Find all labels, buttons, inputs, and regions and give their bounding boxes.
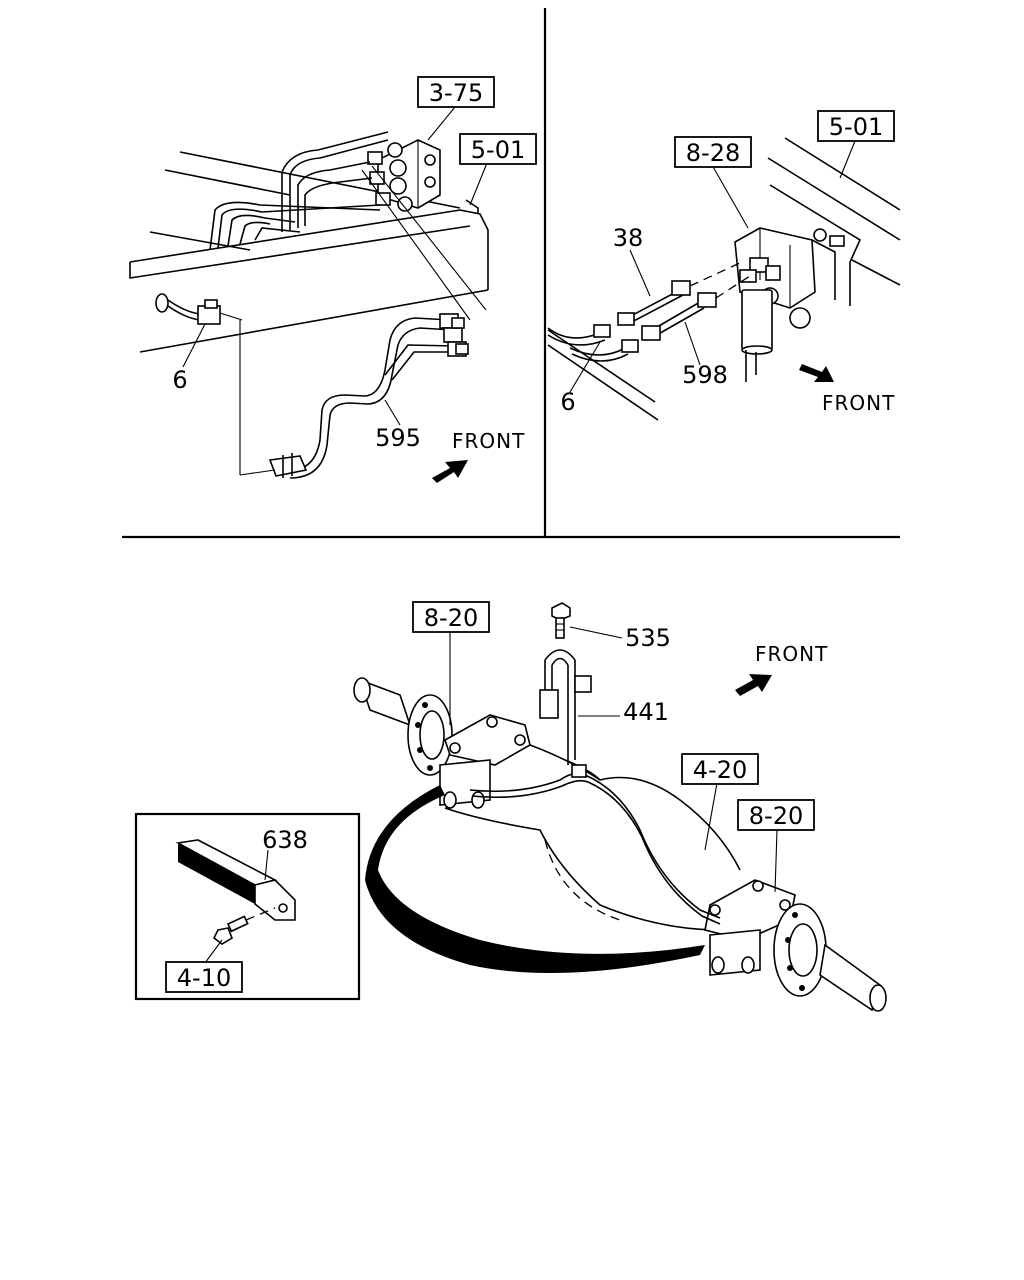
ref-label-5-01: 5-01 (471, 136, 525, 164)
frame-drawing (547, 137, 901, 421)
ref-box-3-75 (417, 76, 495, 108)
ref-box-4-20 (681, 753, 759, 785)
ref-box-8-20b (737, 799, 815, 831)
bolt-4-10-drawing (212, 907, 276, 945)
ref-box-8-28 (674, 136, 752, 168)
ref-label-8-28: 8-28 (686, 139, 740, 167)
sensor-6-drawing (155, 293, 243, 368)
leader-598 (684, 321, 701, 366)
leader-8-28 (711, 164, 749, 229)
front-arrow-icon (735, 674, 772, 696)
ref-label-4-10: 4-10 (177, 964, 231, 992)
leader-595 (384, 399, 401, 426)
leader-5-01 (469, 162, 488, 206)
harness-441-drawing (469, 649, 721, 925)
front-arrow-icon (432, 460, 468, 483)
leader-5-01 (839, 140, 856, 179)
part-label-441: 441 (623, 698, 669, 726)
leader-8-20b (774, 829, 778, 893)
ref-box-5-01 (459, 133, 537, 165)
part-label-638: 638 (262, 826, 308, 854)
bracket-638-drawing (175, 839, 296, 921)
brake-hoses-drawing (209, 131, 389, 251)
part-label-6: 6 (560, 388, 575, 416)
front-label: FRONT (755, 642, 828, 666)
ref-box-5-01 (817, 110, 895, 142)
top-right-panel: 8-28 5-01 38 598 6 FRONT (547, 110, 901, 421)
leader-38 (629, 249, 651, 297)
ref-box-4-10 (165, 961, 243, 993)
leader-638 (264, 849, 269, 881)
harness-38-598-drawing (547, 261, 751, 362)
axle-shadow (365, 785, 705, 973)
leader-4-10 (204, 939, 223, 964)
bolt-535-drawing (551, 602, 623, 639)
frame-rail-drawing (129, 151, 489, 353)
leader-3-75 (427, 106, 456, 141)
front-label: FRONT (822, 391, 895, 415)
front-label: FRONT (452, 429, 525, 453)
valve-block-drawing (367, 139, 441, 212)
leader-4-20 (704, 782, 718, 851)
front-arrow-icon (799, 364, 834, 382)
part-label-6: 6 (172, 366, 187, 394)
ref-label-4-20: 4-20 (693, 756, 747, 784)
top-left-panel: 3-75 5-01 6 595 FRONT (129, 76, 537, 483)
part-label-535: 535 (625, 624, 671, 652)
valve-8-28-drawing (734, 227, 845, 382)
ref-box-8-20a (412, 601, 490, 633)
bottom-panel: 8-20 4-20 8-20 535 441 FRONT (353, 601, 887, 1012)
harness-595-drawing (239, 165, 487, 479)
part-label-38: 38 (613, 224, 644, 252)
part-label-598: 598 (682, 361, 728, 389)
leader-6 (569, 341, 601, 393)
part-label-595: 595 (375, 424, 421, 452)
ref-label-8-20b: 8-20 (749, 802, 803, 830)
axle-housing-drawing (353, 677, 887, 1012)
ref-label-5-01: 5-01 (829, 113, 883, 141)
ref-label-3-75: 3-75 (429, 79, 483, 107)
ref-label-8-20a: 8-20 (424, 604, 478, 632)
inset-frame (134, 812, 361, 1001)
inset-panel: 638 4-10 (134, 812, 361, 1001)
